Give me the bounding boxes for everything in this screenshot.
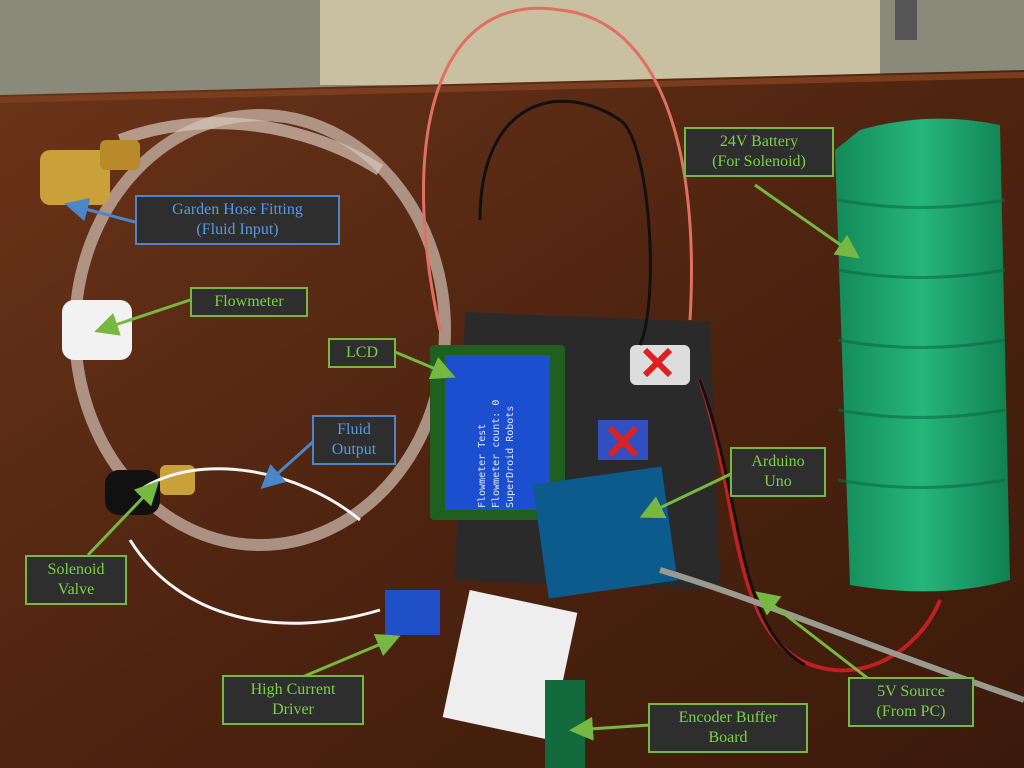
label-driver-line2: Driver [272,701,314,718]
label-solenoid-line2: Valve [57,581,95,598]
lcd-line-1: Flowmeter Test [477,423,488,508]
red-wire [422,6,693,331]
label-flowmeter-text: Flowmeter [214,293,284,310]
flowmeter-device [62,300,132,360]
label-arduino: Arduino Uno [730,447,826,497]
lcd-line-2: Flowmeter count: 0 [491,399,502,508]
label-battery: 24V Battery (For Solenoid) [684,127,834,177]
label-driver-line1: High Current [250,681,336,698]
garden-hose-fitting [40,150,110,205]
encoder-board [545,680,585,768]
battery-pack [835,118,1010,592]
label-encoder-buffer-board: Encoder Buffer Board [648,703,808,753]
label-source-line1: 5V Source [877,683,945,700]
lcd-screen-text: Flowmeter Test Flowmeter count: 0 SuperD… [445,355,550,510]
label-encoder-line2: Board [708,729,748,746]
label-battery-line2: (For Solenoid) [712,153,806,170]
label-high-current-driver: High Current Driver [222,675,364,725]
label-battery-line1: 24V Battery [719,133,799,150]
label-5v-source: 5V Source (From PC) [848,677,974,727]
label-garden-hose-fitting: Garden Hose Fitting (Fluid Input) [135,195,340,245]
label-solenoid-valve: Solenoid Valve [25,555,127,605]
label-garden-hose-line1: Garden Hose Fitting [172,201,303,218]
label-garden-hose-line2: (Fluid Input) [196,221,279,238]
label-source-line2: (From PC) [876,703,946,720]
arduino-board [532,466,678,599]
label-lcd-text: LCD [346,344,378,361]
label-solenoid-line1: Solenoid [47,561,105,578]
label-encoder-line1: Encoder Buffer [678,709,778,726]
black-wire [478,99,652,346]
label-arduino-line1: Arduino [751,453,805,470]
label-fluid-output: Fluid Output [312,415,396,465]
label-lcd: LCD [328,338,396,368]
label-fluid-output-line2: Output [331,441,377,458]
driver-board [385,590,440,635]
label-arduino-line2: Uno [764,473,792,490]
label-fluid-output-line1: Fluid [337,421,371,438]
label-flowmeter: Flowmeter [190,287,308,317]
lcd-line-3: SuperDroid Robots [505,405,516,508]
breadboard [442,589,578,741]
chair-leg [895,0,917,40]
